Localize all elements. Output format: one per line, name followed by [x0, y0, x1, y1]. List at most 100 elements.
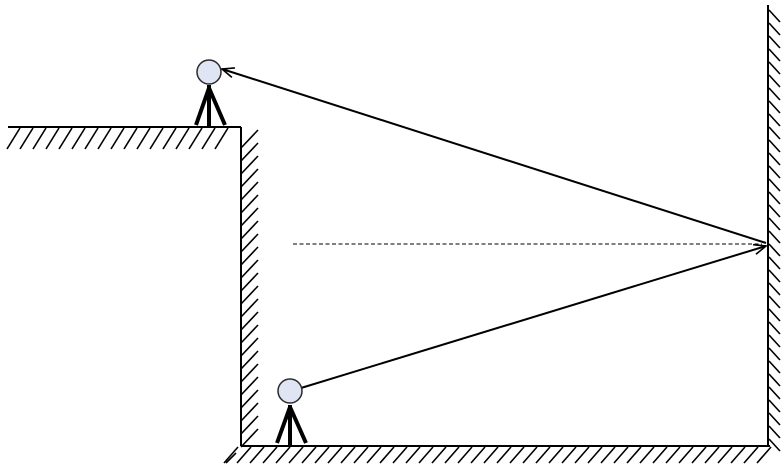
hatch-mark [704, 446, 720, 464]
hatch-mark [225, 452, 237, 464]
hatch-mark [768, 256, 781, 270]
hatch-mark [768, 165, 781, 179]
hatch-mark [149, 127, 164, 150]
upper-ground-surface [6, 126, 241, 150]
hatch-mark [201, 127, 216, 150]
hatch-mark [444, 446, 460, 464]
hatch-mark [600, 446, 616, 464]
hatch-mark [768, 347, 781, 361]
hatch-mark [496, 446, 512, 464]
hatch-mark [535, 446, 551, 464]
hatch-mark [768, 126, 781, 140]
hatch-mark [240, 168, 259, 188]
hatch-mark [275, 446, 291, 464]
hatch-mark [522, 446, 538, 464]
hatch-mark [768, 87, 781, 101]
hatch-mark [240, 142, 259, 162]
hatch-mark [768, 321, 781, 335]
hatch-mark [240, 376, 259, 396]
hatch-mark [240, 402, 259, 422]
hatch-mark [665, 446, 681, 464]
upper-ground-hatch [6, 127, 229, 150]
hatch-mark [768, 178, 781, 192]
hatch-mark [768, 269, 781, 283]
hatch-mark [240, 298, 259, 318]
floor-surface [223, 445, 772, 464]
hatch-mark [768, 230, 781, 244]
hatch-mark [768, 113, 781, 127]
reflected-ray-arrow [222, 69, 767, 244]
hatch-mark [188, 127, 203, 150]
hatch-mark [240, 350, 259, 370]
hatch-mark [162, 127, 177, 150]
hatch-mark [45, 127, 60, 150]
hatch-mark [340, 446, 356, 464]
hatch-mark [214, 127, 229, 150]
hatch-mark [691, 446, 707, 464]
hatch-mark [768, 204, 781, 218]
hatch-mark [768, 425, 781, 439]
hatch-mark [548, 446, 564, 464]
hatch-mark [768, 22, 781, 36]
hatch-mark [97, 127, 112, 150]
incident-ray-arrow [300, 246, 766, 389]
hatch-mark [652, 446, 668, 464]
hatch-mark [366, 446, 382, 464]
hatch-mark [240, 233, 259, 253]
hatch-mark [768, 139, 781, 153]
hatch-mark [353, 446, 369, 464]
hatch-mark [223, 446, 239, 464]
hatch-mark [240, 207, 259, 227]
hatch-mark [110, 127, 125, 150]
hatch-mark [240, 181, 259, 201]
hatch-mark [392, 446, 408, 464]
hatch-mark [483, 446, 499, 464]
hatch-mark [768, 386, 781, 400]
hatch-mark [19, 127, 34, 150]
hatch-mark [240, 246, 259, 266]
floor-hatch [223, 446, 772, 464]
hatch-mark [301, 446, 317, 464]
reflecting-wall-hatch [768, 9, 781, 452]
cliff-wall-surface [240, 127, 259, 448]
hatch-mark [240, 285, 259, 305]
hatch-mark [768, 399, 781, 413]
hatch-mark [587, 446, 603, 464]
hatch-mark [639, 446, 655, 464]
hatch-mark [405, 446, 421, 464]
hatch-mark [240, 155, 259, 175]
hatch-mark [240, 311, 259, 331]
hatch-mark [561, 446, 577, 464]
upper-target-tripod [194, 59, 227, 127]
hatch-mark [768, 35, 781, 49]
hatch-mark [768, 61, 781, 75]
hatch-mark [768, 74, 781, 88]
hatch-mark [768, 217, 781, 231]
hatch-mark [175, 127, 190, 150]
hatch-mark [240, 194, 259, 214]
hatch-mark [768, 295, 781, 309]
hatch-mark [509, 446, 525, 464]
hatch-mark [32, 127, 47, 150]
hatch-mark [678, 446, 694, 464]
reflecting-wall-surface [767, 5, 781, 452]
hatch-mark [730, 446, 746, 464]
hatch-mark [288, 446, 304, 464]
hatch-mark [418, 446, 434, 464]
lower-target-circle [277, 378, 303, 404]
hatch-mark [240, 415, 259, 435]
hatch-mark [717, 446, 733, 464]
hatch-mark [240, 129, 259, 149]
hatch-mark [84, 127, 99, 150]
hatch-mark [240, 259, 259, 279]
hatch-mark [613, 446, 629, 464]
hatch-mark [431, 446, 447, 464]
hatch-mark [327, 446, 343, 464]
hatch-mark [470, 446, 486, 464]
hatch-mark [240, 389, 259, 409]
hatch-mark [240, 324, 259, 344]
hatch-mark [768, 412, 781, 426]
hatch-mark [768, 152, 781, 166]
hatch-mark [768, 360, 781, 374]
